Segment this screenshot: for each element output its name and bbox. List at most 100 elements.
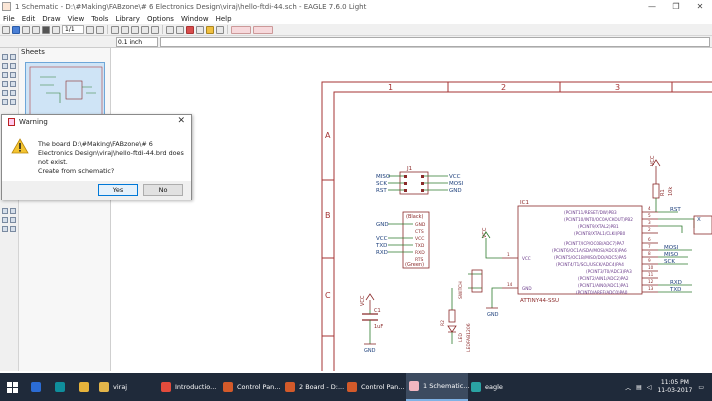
paste-tool-icon[interactable] [2,99,8,105]
board-switch-icon[interactable] [42,25,50,34]
menu-library[interactable]: Library [115,14,140,23]
display-tool-icon[interactable] [2,63,8,69]
ic1-pinnum-9: 9 [648,258,651,263]
clock[interactable]: 11:05 PM 11-03-2017 [657,379,692,395]
delete-tool-icon[interactable] [10,99,16,105]
ic1-pin-pa2: (PCINT2/AIN1/ADC2)PA2 [578,276,629,281]
group-tool-icon[interactable] [2,90,8,96]
zoom-out-icon[interactable] [131,25,139,34]
sheet-thumbnail[interactable] [25,62,105,120]
redo-icon[interactable] [176,25,184,34]
print-icon[interactable] [22,25,30,34]
net-x: X [697,217,701,223]
redraw-icon[interactable] [141,25,149,34]
menu-file[interactable]: File [3,14,15,23]
ic1-pin-pa1: (PCINT1/AIN0/ADC1)PA1 [578,283,629,288]
polygon-tool-icon[interactable] [10,226,16,232]
menu-window[interactable]: Window [180,14,209,23]
component-j1[interactable]: J1 MISO SCK RST VCC MOSI GND [376,166,464,195]
yes-button[interactable]: Yes [98,184,138,196]
network-icon[interactable]: ▤ [636,383,642,391]
circle-tool-icon[interactable] [2,217,8,223]
page-icon[interactable] [52,25,60,34]
taskbar-app-4[interactable]: Introductio... [158,373,220,401]
r1-ref: R1 [660,189,666,196]
arc-tool-icon[interactable] [10,217,16,223]
menu-draw[interactable]: Draw [42,14,61,23]
crystal-partial [693,215,712,235]
cam-icon[interactable] [32,25,40,34]
go-icon[interactable] [196,25,204,34]
zoom-select-icon[interactable] [151,25,159,34]
notifications-icon[interactable]: ▭ [698,383,704,391]
taskbar-app-6[interactable]: 2 Board - D:... [282,373,344,401]
dialog-close-button[interactable]: ✕ [177,116,185,126]
help-icon[interactable] [206,25,214,34]
no-button[interactable]: No [143,184,183,196]
ic1-name: ATTINY44-SSU [520,298,559,304]
undo-icon[interactable] [166,25,174,34]
menu-tools[interactable]: Tools [91,14,109,23]
component-r1[interactable]: VCC R1 10k [650,155,674,212]
start-button[interactable] [0,373,24,401]
command-input[interactable] [160,37,710,47]
minimize-button[interactable]: — [648,2,656,11]
taskbar-app-5[interactable]: Control Pan... [220,373,282,401]
ftdi-net-rxd: RXD [376,250,388,256]
taskbar-app-icon [285,382,295,392]
component-r2-led[interactable]: R2 LED LEDFAB1206 [440,288,472,352]
taskbar-app-8[interactable]: 1 Schematic... [406,373,469,401]
ic1-vcc-label: VCC [482,227,488,238]
zoom-fit-icon[interactable] [111,25,119,34]
info-icon[interactable] [216,25,224,34]
design-block-icon[interactable] [253,25,273,34]
menu-edit[interactable]: Edit [21,14,36,23]
page-select[interactable]: 1/1 [62,25,84,34]
taskbar-app-1[interactable] [48,373,72,401]
taskbar-app-9[interactable]: eagle [468,373,530,401]
ic1-pinnum-6: 6 [648,237,651,242]
taskbar-app-2[interactable] [72,373,96,401]
text-tool-icon[interactable] [10,208,16,214]
ulp-icon[interactable] [96,25,104,34]
change-tool-icon[interactable] [10,90,16,96]
ftdi-net-vcc: VCC [376,236,388,242]
info-tool-icon[interactable] [2,54,8,60]
j1-pin-miso: MISO [376,174,391,180]
taskbar-app-label: 2 Board - D:... [299,383,345,391]
maximize-button[interactable]: ❐ [672,2,680,11]
save-icon[interactable] [12,25,20,34]
wire-tool-icon[interactable] [2,208,8,214]
menu-view[interactable]: View [67,14,85,23]
r2-ref: R2 [440,320,446,326]
tray-chevron-icon[interactable]: ︿ [625,384,632,392]
mirror-tool-icon[interactable] [2,81,8,87]
ftdi-pin-gnd: GND [415,222,426,228]
menu-help[interactable]: Help [215,14,232,23]
stop-icon[interactable] [186,25,194,34]
move-tool-icon[interactable] [2,72,8,78]
rotate-tool-icon[interactable] [10,81,16,87]
script-icon[interactable] [86,25,94,34]
close-window-button[interactable]: ✕ [696,2,704,11]
component-c1[interactable]: VCC C1 1uF GND [360,293,383,354]
dialog-title-bar: Warning ✕ [2,115,191,128]
schematic-canvas[interactable]: 1 2 3 A B C J1 MISO SCK RST V [112,48,712,371]
zoom-in-icon[interactable] [121,25,129,34]
show-tool-icon[interactable] [10,54,16,60]
rect-tool-icon[interactable] [2,226,8,232]
taskbar-app-7[interactable]: Control Pan... [344,373,406,401]
ic1-pin-pa7: (PCINT7/ICP/OC0B/ADC7)PA7 [564,241,625,246]
component-switch[interactable]: SWITCH [458,269,483,299]
taskbar-app-3[interactable]: viraj [96,373,158,401]
mark-tool-icon[interactable] [10,63,16,69]
component-ftdi-header[interactable]: (Black) GND CTS VCC TXD RXD RTS (Green) … [375,211,430,269]
taskbar-app-0[interactable] [24,373,48,401]
menu-options[interactable]: Options [146,14,174,23]
open-icon[interactable] [2,25,10,34]
component-ic1[interactable]: IC1 ATTINY44-SSU VCC GND (PCINT11/RESET/… [502,200,658,304]
taskbar-app-icon [223,382,233,392]
copy-tool-icon[interactable] [10,72,16,78]
volume-icon[interactable]: ◁ [646,383,652,391]
design-link-icon[interactable] [231,25,251,34]
